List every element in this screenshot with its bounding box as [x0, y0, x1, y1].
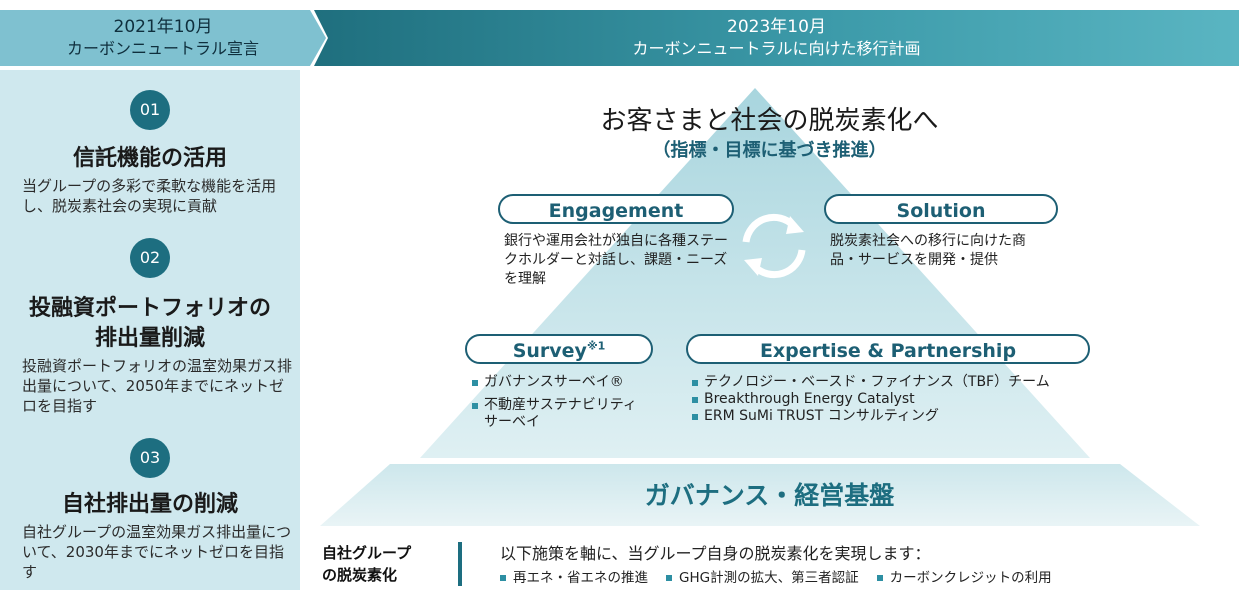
left-panel: 01 信託機能の活用 当グループの多彩で柔軟な機能を活用し、脱炭素社会の実現に貢… — [0, 70, 300, 590]
badge-03: 03 — [130, 438, 170, 478]
survey-footnote-mark: ※1 — [586, 339, 606, 353]
own-group-label-line1: 自社グループ — [322, 544, 412, 562]
survey-list: ガバナンスサーベイ® 不動産サステナビリティサーベイ — [472, 374, 642, 431]
engagement-text: 銀行や運用会社が独自に各種ステークホルダーと対話し、課題・ニーズを理解 — [504, 233, 728, 287]
header-left-date: 2021年10月 — [113, 17, 213, 37]
section-desc-02: 投融資ポートフォリオの温室効果ガス排出量について、2050年までにネットゼロを目… — [22, 357, 293, 415]
measure-label: カーボンクレジットの利用 — [889, 570, 1052, 586]
expertise-list: テクノロジー・ベースド・ファイナンス（TBF）チーム Breakthrough … — [692, 374, 1092, 425]
measure-label: GHG計測の拡大、第三者認証 — [679, 570, 859, 586]
own-group-measures: 再エネ・省エネの推進 GHG計測の拡大、第三者認証 カーボンクレジットの利用 — [500, 566, 1052, 586]
own-group-label-line2: の脱炭素化 — [322, 566, 398, 584]
expertise-item: ERM SuMi TRUST コンサルティング — [692, 408, 1092, 425]
solution-pill: Solution — [824, 194, 1058, 224]
bullet-icon — [666, 575, 672, 581]
section-title-02-line2: 排出量削減 — [94, 326, 205, 351]
engagement-pill: Engagement — [498, 194, 734, 224]
survey-item: 不動産サステナビリティサーベイ — [472, 397, 642, 431]
header-left-title: カーボンニュートラル宣言 — [66, 39, 259, 58]
expertise-item: テクノロジー・ベースド・ファイナンス（TBF）チーム — [692, 374, 1092, 391]
header-2021: 2021年10月 カーボンニュートラル宣言 — [0, 10, 326, 66]
measure-item: カーボンクレジットの利用 — [876, 566, 1052, 586]
survey-label: Survey — [512, 340, 587, 362]
header-2023: 2023年10月 カーボンニュートラルに向けた移行計画 — [314, 10, 1239, 66]
pyramid-title: お客さまと社会の脱炭素化へ — [600, 106, 939, 136]
survey-item: ガバナンスサーベイ® — [472, 374, 642, 391]
expertise-item: Breakthrough Energy Catalyst — [692, 391, 1092, 408]
expertise-pill: Expertise & Partnership — [686, 334, 1090, 364]
pyramid-shape — [320, 88, 1200, 526]
section-desc-03: 自社グループの温室効果ガス排出量について、2030年までにネットゼロを目指す — [22, 523, 292, 581]
bullet-icon — [876, 575, 883, 581]
section-desc-01: 当グループの多彩で柔軟な機能を活用し、脱炭素社会の実現に貢献 — [22, 177, 277, 215]
badge-01: 01 — [130, 90, 170, 130]
section-title-03: 自社排出量の削減 — [61, 492, 238, 517]
pyramid-subtitle: （指標・目標に基づき推進） — [652, 140, 887, 161]
header-right-title: カーボンニュートラルに向けた移行計画 — [632, 39, 921, 58]
governance-base: ガバナンス・経営基盤 — [644, 481, 895, 510]
own-group-label: 自社グループ の脱炭素化 — [322, 542, 452, 586]
bullet-icon — [500, 575, 506, 581]
survey-pill: Survey※1 — [465, 334, 653, 364]
pyramid: お客さまと社会の脱炭素化へ （指標・目標に基づき推進） Engagement 銀… — [300, 66, 1239, 536]
cycle-arrows-icon — [742, 213, 806, 279]
divider-bar — [458, 542, 462, 586]
solution-text: 脱炭素社会への移行に向けた商品・サービスを開発・提供 — [830, 233, 1026, 268]
header-right-date: 2023年10月 — [727, 17, 826, 37]
measure-item: 再エネ・省エネの推進 — [500, 566, 648, 586]
badge-02: 02 — [130, 238, 170, 278]
measure-label: 再エネ・省エネの推進 — [513, 570, 648, 586]
section-title-01: 信託機能の活用 — [72, 146, 227, 171]
own-group-text: 以下施策を軸に、当グループ自身の脱炭素化を実現します： — [500, 544, 931, 563]
section-title-02-line1: 投融資ポートフォリオの — [28, 296, 271, 321]
measure-item: GHG計測の拡大、第三者認証 — [666, 566, 859, 586]
